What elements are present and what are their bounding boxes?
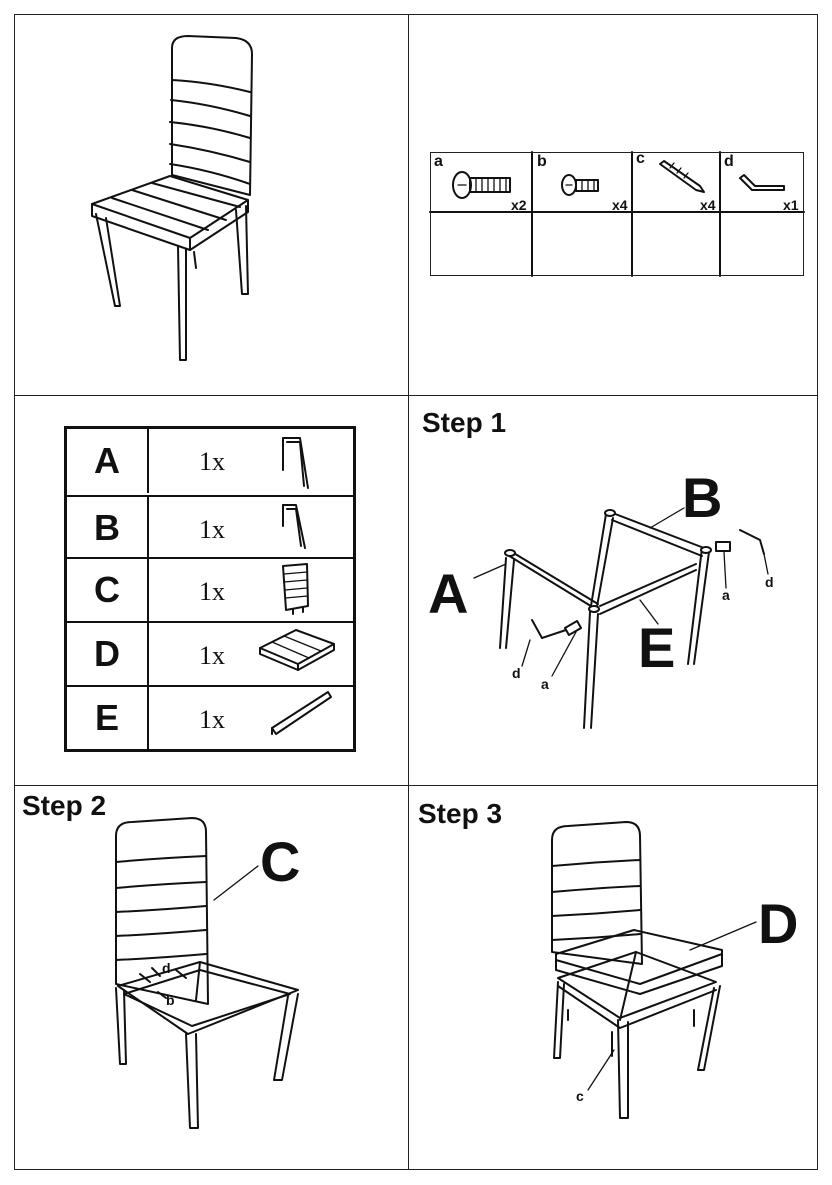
part-qty: 1x (199, 515, 225, 544)
parts-row: E 1x (67, 685, 353, 749)
step3-title: Step 3 (418, 798, 503, 829)
row-divider-1 (14, 395, 818, 396)
part-qty: 1x (199, 641, 225, 670)
step1-label-e: E (638, 616, 676, 679)
part-e-icon (271, 691, 332, 735)
row-divider-2 (14, 785, 818, 786)
step2-small-b: b (166, 992, 175, 1008)
parts-row: D 1x (67, 621, 353, 685)
step1-label-a: A (428, 562, 469, 625)
part-letter: A (67, 429, 149, 493)
parts-table: A 1x B 1x C 1x D 1x E 1x (64, 426, 356, 752)
hardware-d-letter: d (724, 153, 734, 170)
part-c-icon (282, 563, 309, 615)
step1-label-b: B (682, 466, 723, 529)
part-qty: 1x (199, 447, 225, 476)
step1-small-d-right: d (765, 574, 774, 590)
parts-row: A 1x (67, 429, 353, 493)
part-qty: 1x (199, 577, 225, 606)
part-letter: C (67, 559, 149, 621)
bolt-b-icon (561, 174, 599, 196)
step2-chair-drawing (115, 817, 299, 1129)
part-b-icon (282, 504, 306, 549)
step3-label-d: D (758, 892, 799, 955)
part-letter: B (67, 497, 149, 559)
hardware-b-qty: x4 (612, 197, 628, 213)
part-a-icon (282, 437, 309, 489)
part-letter: D (67, 623, 149, 685)
assembled-chair-illustration (91, 35, 253, 361)
parts-row: B 1x (67, 495, 353, 559)
page-frame (14, 14, 818, 1170)
step1-frame-drawing (473, 507, 769, 729)
step1-small-d-left: d (512, 665, 521, 681)
part-qty: 1x (199, 705, 225, 734)
hardware-b-letter: b (537, 153, 547, 170)
step3-small-c: c (576, 1088, 584, 1104)
center-divider (408, 14, 409, 1170)
part-d-icon (259, 629, 335, 671)
allen-key-d-icon (739, 174, 785, 191)
hardware-table (430, 152, 804, 276)
hardware-table-grid (429, 151, 805, 277)
hardware-a-qty: x2 (511, 197, 527, 213)
step2-small-d: d (162, 960, 171, 976)
step3-chair-drawing (551, 821, 757, 1119)
screw-c-icon (659, 160, 705, 193)
step2-title: Step 2 (22, 790, 107, 821)
bolt-a-icon (452, 171, 511, 199)
hardware-d-qty: x1 (783, 197, 799, 213)
hardware-a-letter: a (434, 153, 443, 170)
parts-row: C 1x (67, 557, 353, 621)
step2-label-c: C (260, 830, 301, 893)
step1-small-a-left: a (541, 676, 549, 692)
part-letter: E (67, 687, 149, 749)
hardware-c-letter: c (636, 150, 645, 167)
hardware-c-qty: x4 (700, 197, 716, 213)
step1-small-a-right: a (722, 587, 730, 603)
step1-title: Step 1 (422, 407, 507, 438)
